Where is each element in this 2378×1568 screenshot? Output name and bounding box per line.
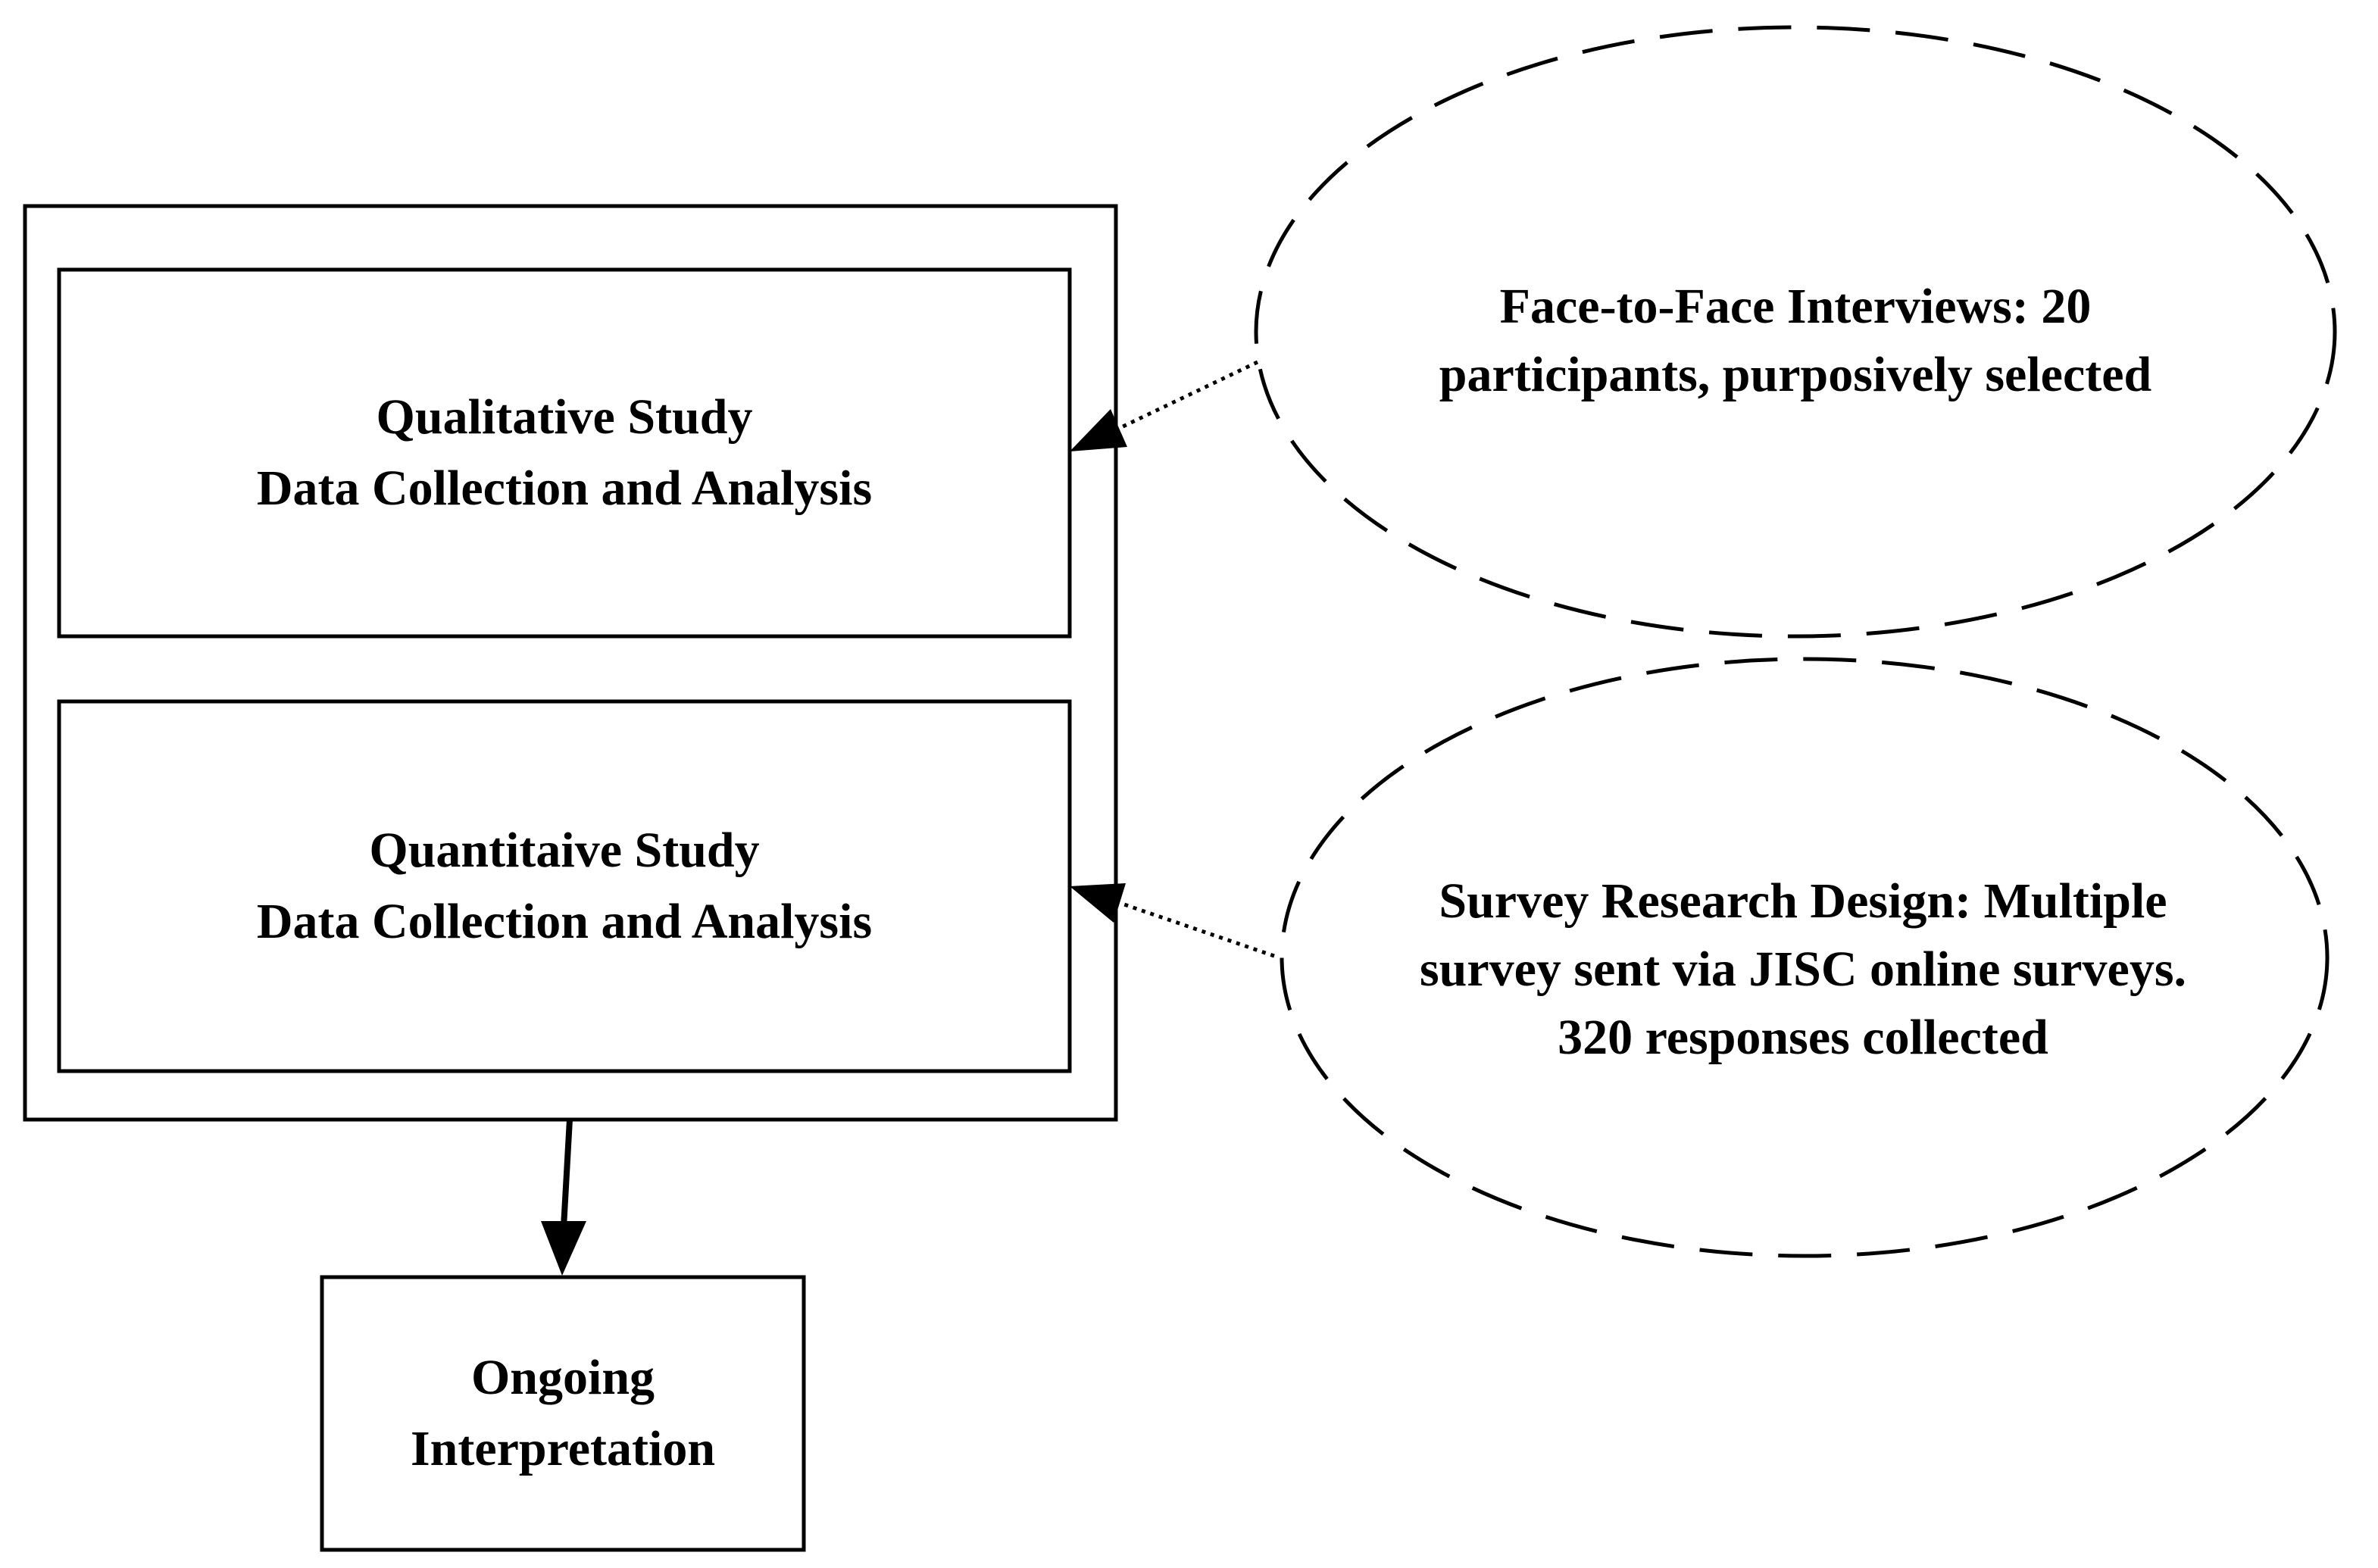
qualitative-study-box bbox=[57, 267, 1072, 639]
interviews-arrowhead bbox=[1070, 409, 1127, 451]
interpretation-label: Ongoing Interpretation bbox=[322, 1277, 804, 1550]
survey-line-2: survey sent via JISC online surveys. bbox=[1419, 942, 2187, 997]
qualitative-title: Qualitative Study bbox=[376, 389, 753, 445]
interpretation-line-1: Ongoing bbox=[470, 1350, 655, 1405]
interviews-line-1: Face-to-Face Interviews: 20 bbox=[1499, 279, 2092, 334]
survey-connector-line bbox=[1119, 901, 1275, 958]
qualitative-study-label: Qualitative Study Data Collection and An… bbox=[59, 270, 1070, 636]
interviews-label: Face-to-Face Interviews: 20 participants… bbox=[1288, 250, 2303, 432]
interviews-line-2: participants, purposively selected bbox=[1439, 347, 2152, 402]
quantitative-subtitle: Data Collection and Analysis bbox=[256, 894, 873, 949]
survey-label: Survey Research Design: Multiple survey … bbox=[1288, 856, 2318, 1083]
study-container-box bbox=[23, 204, 1118, 1122]
interpretation-line-2: Interpretation bbox=[410, 1421, 716, 1476]
interpretation-arrowhead bbox=[541, 1221, 586, 1276]
interviews-ellipse bbox=[1254, 25, 2337, 639]
interviews-connector-line bbox=[1117, 360, 1259, 431]
quantitative-study-label: Quantitaive Study Data Collection and An… bbox=[59, 701, 1070, 1071]
survey-line-1: Survey Research Design: Multiple bbox=[1439, 873, 2167, 929]
survey-arrowhead bbox=[1070, 883, 1126, 923]
interpretation-box bbox=[320, 1275, 806, 1552]
qualitative-subtitle: Data Collection and Analysis bbox=[256, 461, 873, 516]
interpretation-connector-line bbox=[561, 1119, 573, 1228]
quantitative-title: Quantitaive Study bbox=[369, 823, 760, 878]
survey-line-3: 320 responses collected bbox=[1558, 1010, 2048, 1065]
survey-ellipse bbox=[1280, 657, 2330, 1258]
